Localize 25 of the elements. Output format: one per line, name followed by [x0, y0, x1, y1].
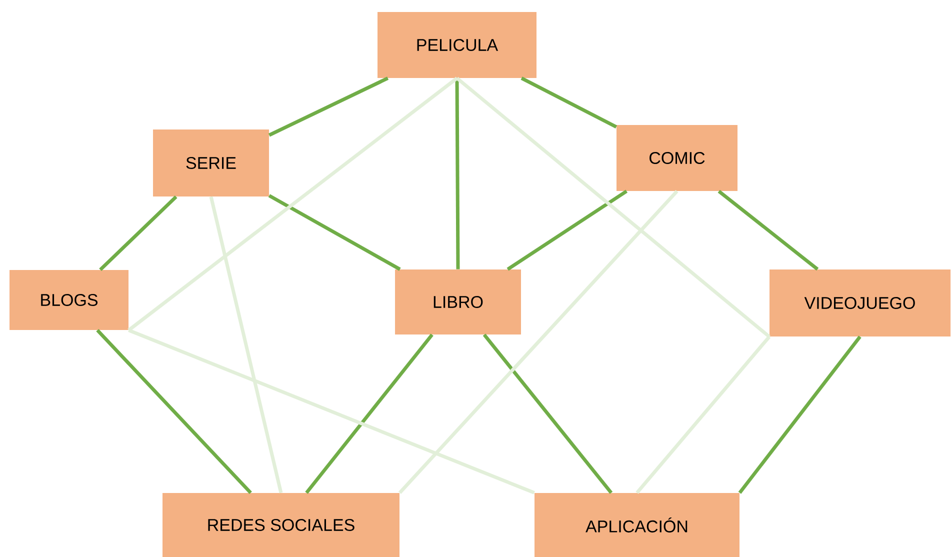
connector-line: [305, 334, 434, 494]
concept-box: COMIC: [616, 125, 738, 191]
connector-line: [96, 329, 252, 494]
connector-line: [482, 334, 613, 494]
connector-line: [268, 76, 389, 137]
concept-box: PELICULA: [378, 12, 536, 78]
connector-line: [738, 336, 862, 494]
concept-box: SERIE: [153, 130, 269, 196]
concept-box: APLICACIÓN: [534, 493, 740, 557]
connector-line: [506, 190, 628, 271]
connector-line: [209, 196, 283, 494]
connector-line: [520, 76, 618, 128]
concept-box: LIBRO: [395, 270, 521, 334]
concept-box: VIDEOJUEGO: [770, 270, 950, 336]
concept-box: BLOGS: [10, 270, 128, 330]
connector-line: [636, 336, 771, 494]
concept-box: REDES SOCIALES: [162, 493, 400, 557]
connector-line: [398, 190, 678, 494]
connector-line: [268, 194, 401, 271]
connector-line: [128, 328, 535, 494]
connector-line: [455, 78, 460, 270]
connector-line: [718, 190, 819, 271]
connector-line: [456, 76, 770, 338]
connector-line: [99, 195, 178, 272]
connector-line: [128, 76, 458, 332]
